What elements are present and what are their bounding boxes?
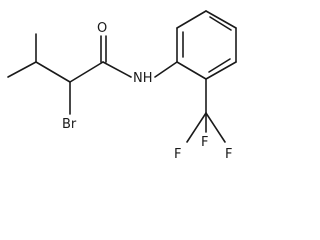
ring-inner-double-2	[209, 16, 232, 31]
bond-cf3-to-f-left	[186, 112, 207, 143]
atom-fluorine-right: F	[225, 147, 232, 162]
ring-bond-2	[176, 10, 207, 29]
bond-isopropyl-to-alpha	[35, 61, 71, 83]
bond-nitrogen-to-ring	[154, 61, 178, 78]
bond-alpha-to-carbonyl	[69, 61, 104, 83]
molecule-diagram: O NH Br F F F	[7, 10, 237, 162]
structure-canvas: O NH Br F F F	[7, 10, 237, 162]
ring-inner-double-3	[208, 58, 231, 73]
bond-cf3-to-f-right	[205, 112, 226, 143]
ring-bond-3	[205, 10, 237, 29]
bond-carbonyl-to-nitrogen	[102, 61, 132, 78]
atom-fluorine-left: F	[174, 147, 181, 162]
atom-bromine: Br	[62, 117, 77, 132]
atom-fluorine-top: F	[201, 135, 208, 150]
ring-bond-6	[176, 61, 207, 80]
atom-oxygen: O	[97, 21, 107, 36]
ring-bond-5	[205, 61, 237, 80]
bond-methyl-left	[7, 61, 37, 78]
atom-nitrogen-hydrogen: NH	[133, 71, 153, 86]
